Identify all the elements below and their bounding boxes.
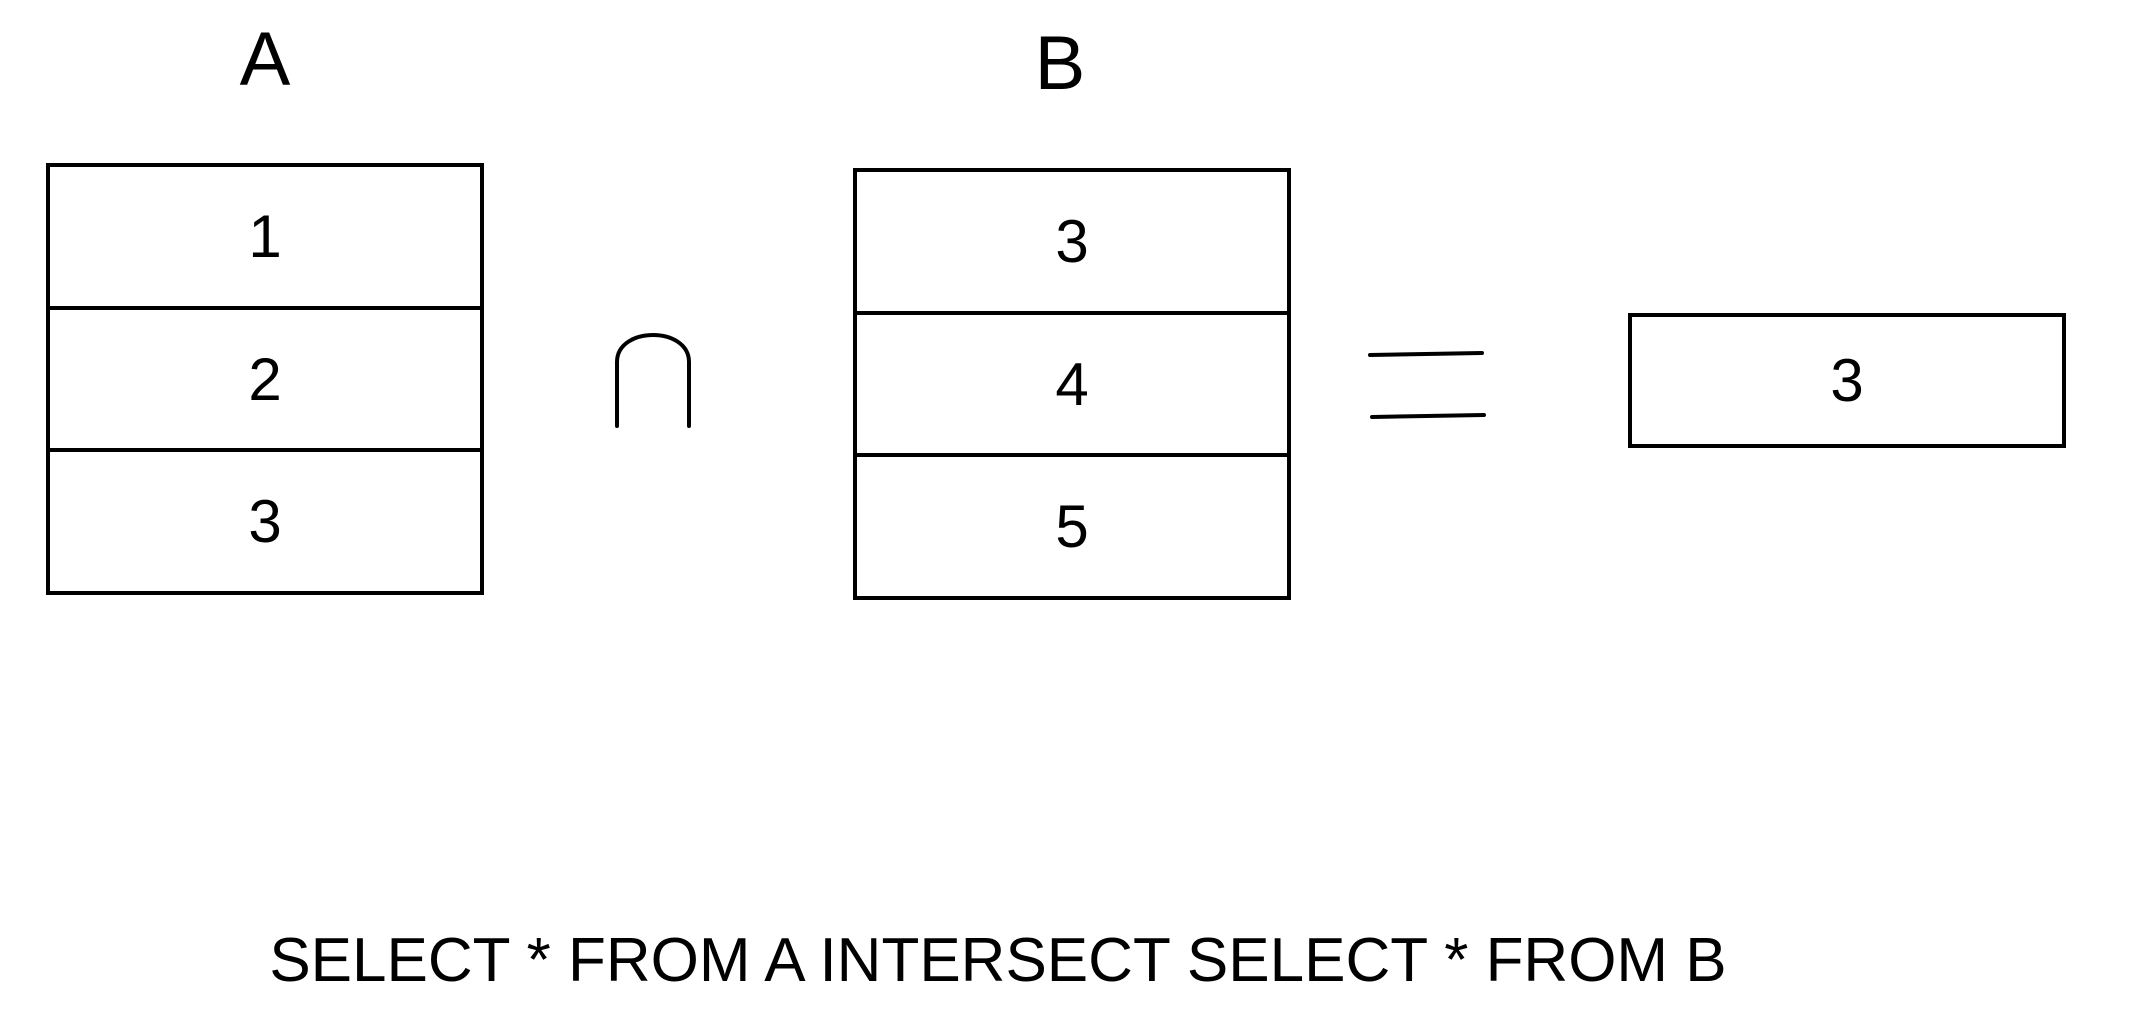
- table-b-title: B: [1034, 21, 1086, 106]
- equals-icon: [1368, 351, 1486, 419]
- table-a-row-3: 3: [248, 488, 282, 556]
- table-a-title: A: [239, 17, 291, 102]
- table-b-row-3: 5: [1055, 493, 1089, 561]
- table-b-row-2: 4: [857, 315, 1287, 458]
- result-row: 3: [1628, 313, 2066, 448]
- table-a: 1 2 3: [46, 163, 484, 595]
- table-a-row-2: 2: [50, 310, 480, 453]
- sql-query-caption: SELECT * FROM A INTERSECT SELECT * FROM …: [269, 926, 1727, 995]
- intersect-icon: [615, 333, 691, 428]
- table-b-row-1: 3: [857, 172, 1287, 315]
- table-a-row-1: 1: [50, 167, 480, 310]
- table-b: 3 4 5: [853, 168, 1291, 600]
